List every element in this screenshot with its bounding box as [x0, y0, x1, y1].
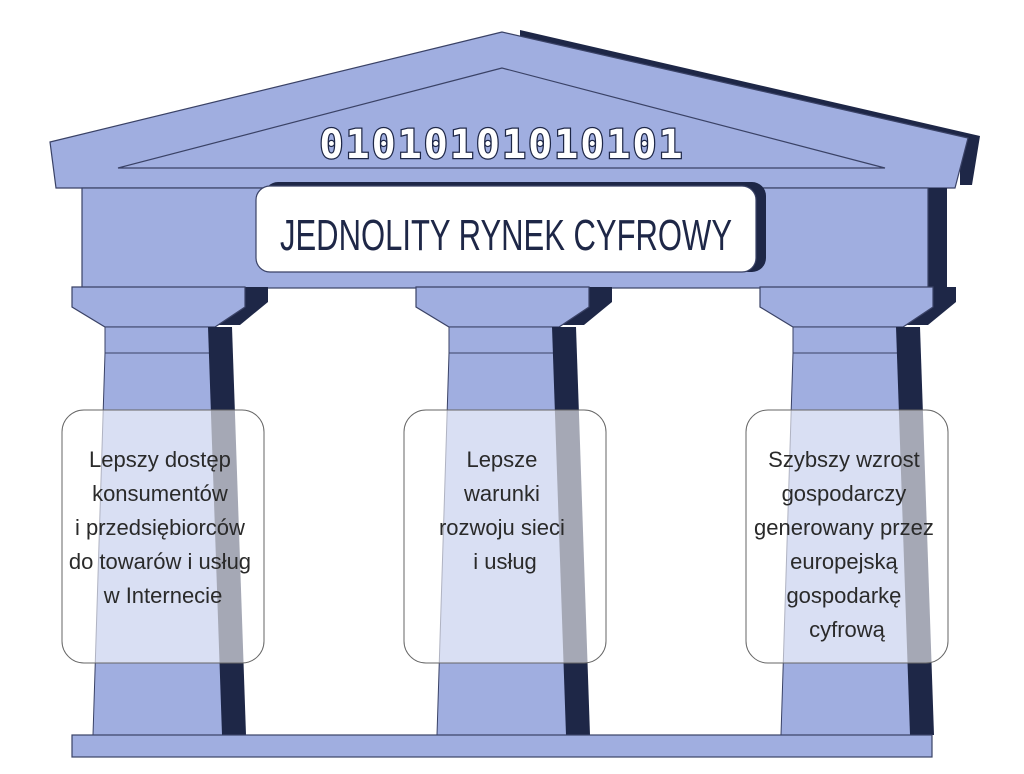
pillar-3-line: gospodarkę — [786, 583, 901, 608]
pillars: Lepszy dostęp konsumentów i przedsiębior… — [62, 287, 956, 735]
pillar-1-line: konsumentów — [92, 481, 228, 506]
pillar-1-line: w Internecie — [103, 583, 223, 608]
pillar-3-line: europejską — [790, 549, 898, 574]
pillar-2-line: rozwoju sieci — [439, 515, 565, 540]
pillar-1-capital — [72, 287, 245, 327]
title-text: JEDNOLITY RYNEK CYFROWY — [280, 211, 732, 260]
pillar-3-neck — [793, 327, 903, 353]
pillar-3-line: Szybszy wzrost — [768, 447, 920, 472]
pillar-1: Lepszy dostęp konsumentów i przedsiębior… — [62, 287, 268, 735]
pillar-3: Szybszy wzrost gospodarczy generowany pr… — [746, 287, 956, 735]
pillar-2-capital — [416, 287, 589, 327]
pillar-2-neck — [449, 327, 559, 353]
pillar-3-line: generowany przez — [754, 515, 934, 540]
entablature: JEDNOLITY RYNEK CYFROWY — [82, 182, 947, 288]
pillar-3-line: cyfrową — [809, 617, 886, 642]
pillar-3-line: gospodarczy — [782, 481, 907, 506]
pillar-2-line: i usług — [473, 549, 537, 574]
pillar-2-line: warunki — [463, 481, 540, 506]
pillar-2-line: Lepsze — [466, 447, 537, 472]
binary-code: 01010101010101 — [319, 122, 684, 168]
pillar-1-line: Lepszy dostęp — [89, 447, 231, 472]
pillar-1-neck — [105, 327, 215, 353]
roof: 01010101010101 — [50, 30, 980, 188]
pillar-2: Lepsze warunki rozwoju sieci i usług — [404, 287, 612, 735]
pillar-3-capital — [760, 287, 933, 327]
pillar-1-line: i przedsiębiorców — [75, 515, 245, 540]
temple-base — [72, 735, 932, 757]
pillar-1-line: do towarów i usług — [69, 549, 251, 574]
